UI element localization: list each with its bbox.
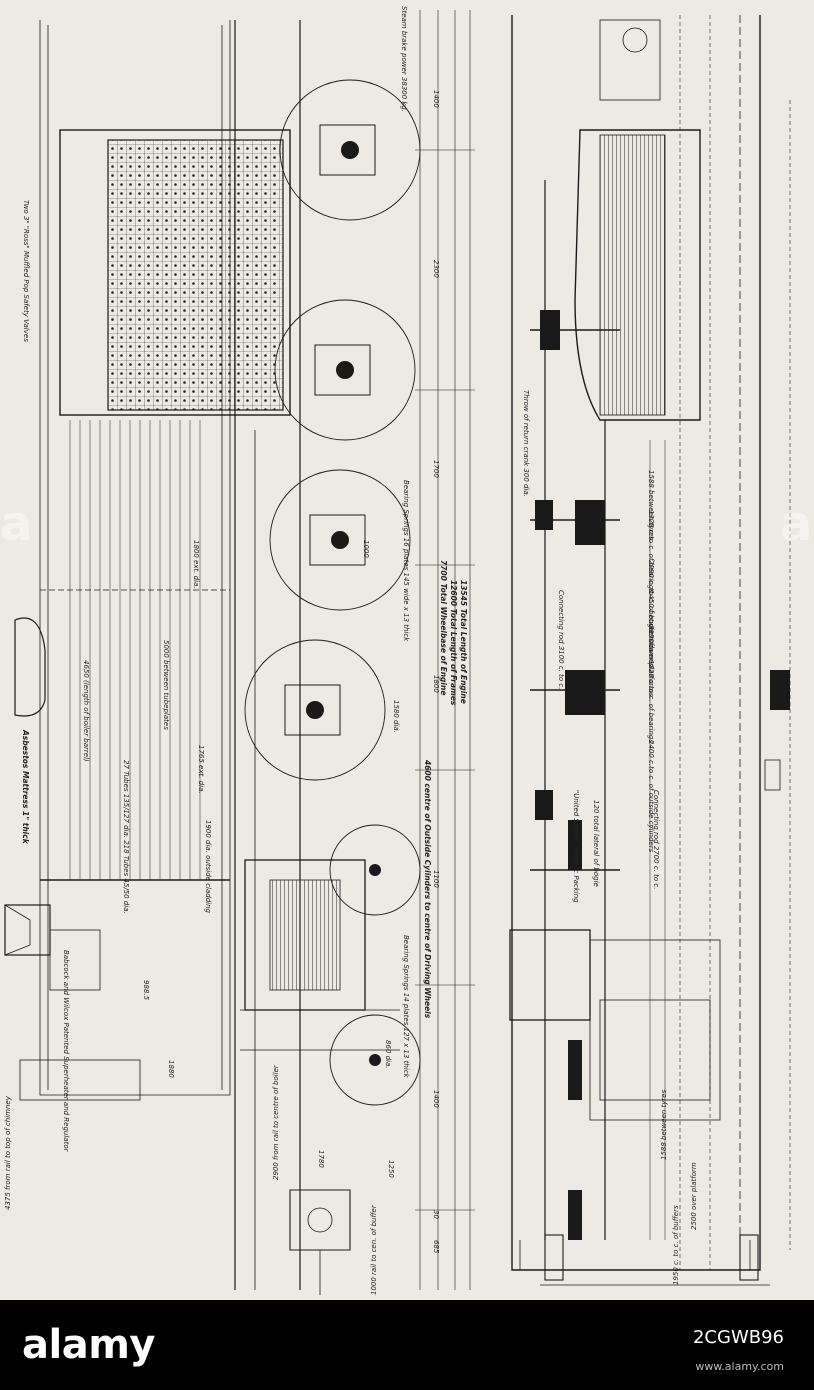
label-engine-length: 13545 Total Length of Engine	[459, 580, 468, 704]
label-tyres-1588b: 1588 between tyres	[660, 1089, 668, 1160]
label-connecting-rod-2: Connecting rod 2700 c. to c.	[652, 790, 660, 890]
dim-number: 860 dia.	[384, 1040, 392, 1069]
label-safety-valves: Two 3" "Ross" Muffled Pop Safety Valves	[22, 200, 30, 342]
label-connecting-rod: Connecting rod 3100 c. to c.	[557, 590, 565, 690]
dim-number: 1580 dia.	[392, 700, 400, 733]
label-boiler-centre: 2900 from rail to centre of boiler	[272, 1065, 280, 1180]
label-chimney: 4375 from rail to top of chimney	[4, 1096, 12, 1210]
label-cylinders: 4600 centre of Outside Cylinders to cent…	[423, 760, 432, 1019]
dim-number: 1100	[432, 870, 440, 888]
label-steam-brake: Steam brake power 38300 kg.	[400, 6, 408, 113]
label-ext-dia-1765: 1765 ext. dia.	[197, 745, 205, 794]
label-bogie-lateral: 120 total lateral of bogie	[592, 800, 600, 887]
dim-number: 1800	[432, 675, 440, 693]
label-outside-cladding: 1900 dia. outside cladding	[204, 820, 212, 913]
watermark-mark: a	[780, 496, 812, 552]
label-return-crank: Throw of return crank 300 dia.	[522, 390, 530, 497]
watermark-mark: a	[0, 496, 32, 552]
label-bearing-springs-front: Bearing Springs 16 plates 145 wide x 13 …	[402, 480, 410, 642]
label-bearings-1328b: 1328 c.to c. of bearings	[647, 660, 655, 744]
label-asbestos: Asbestos Mattress 1" thick	[21, 730, 30, 844]
dim-number: 1400	[432, 1090, 440, 1108]
label-frames: 12600 Total Length of Frames	[449, 580, 458, 706]
dim-number: 685	[432, 1240, 440, 1254]
label-united-states: "United States" Metallic Packing	[572, 790, 580, 903]
label-buffers: 1950 c. to c. of buffers	[672, 1205, 680, 1285]
stock-footer: alamy 2CGWB96 www.alamy.com	[0, 1300, 814, 1390]
left-elevation-view	[4, 10, 475, 1295]
dim-number: 30	[432, 1210, 440, 1219]
dim-number: 1780	[317, 1150, 325, 1168]
label-wheelbase: 7700 Total Wheelbase of Engine	[439, 560, 448, 696]
dim-number: 1000	[362, 540, 370, 558]
label-bearing-springs-rear: Bearing Springs 14 plates 127 x 13 thick	[402, 935, 410, 1078]
dim-number: 1700	[432, 460, 440, 478]
label-tubes: 27 Tubes 135/127 dia. 218 Tubes 45/50 di…	[122, 760, 130, 914]
locomotive-drawing-svg: a a	[0, 10, 812, 1295]
dim-number: 1400	[432, 90, 440, 108]
label-buffer: 1000 rail to cen. of buffer	[370, 1205, 378, 1295]
technical-drawing: a a Two 3" "Ross" Muffled Pop Safety Val…	[0, 6, 813, 1295]
right-plan-view	[509, 15, 791, 1286]
label-ext-dia-1800: 1800 ext. dia.	[192, 540, 200, 589]
dim-number: 1880	[167, 1060, 175, 1078]
stock-url[interactable]: www.alamy.com	[695, 1360, 784, 1373]
label-over-platform-2500: 2500 over platform	[690, 1162, 698, 1230]
dim-number: 988.5	[142, 980, 150, 1001]
alamy-logo[interactable]: alamy	[22, 1322, 155, 1368]
label-between-tubeplates: 5000 between tubeplates	[162, 640, 170, 730]
dim-number: 1250	[387, 1160, 395, 1178]
stock-image-id: 2CGWB96	[692, 1327, 784, 1348]
label-boiler-barrel: 4650 (length of boiler barrel)	[82, 660, 90, 762]
label-superheater: Babcock and Wilcox Patented Superheater …	[62, 950, 70, 1152]
dim-number: 2300	[432, 260, 440, 278]
